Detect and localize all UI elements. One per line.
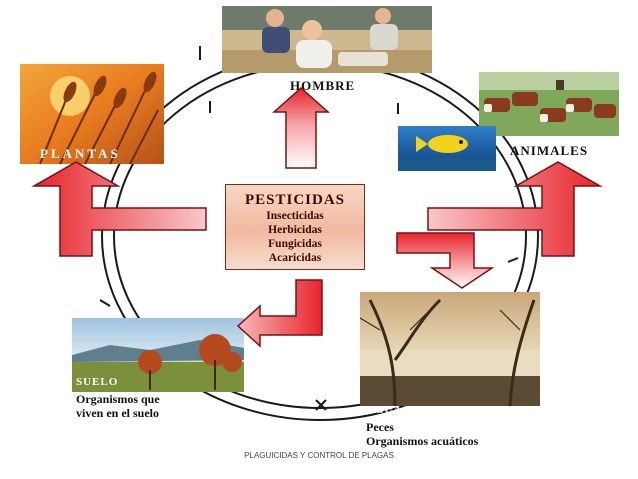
- agua-label: AGUA: [366, 404, 403, 416]
- arrow-to-suelo: [236, 279, 323, 348]
- fish-photo: [398, 126, 496, 171]
- agua-caption-line1: Peces: [366, 420, 394, 434]
- animales-photo: [479, 72, 619, 136]
- pesticidas-box: PESTICIDAS Insecticidas Herbicidas Fungi…: [225, 184, 365, 270]
- pesticide-type-fungicidas: Fungicidas: [268, 238, 322, 250]
- plantas-label: PLANTAS: [40, 146, 121, 161]
- agua-photo: [359, 292, 540, 407]
- suelo-caption-line2: viven en el suelo: [76, 406, 159, 420]
- animales-label: ANIMALES: [510, 143, 589, 158]
- suelo-label: SUELO: [76, 376, 119, 388]
- pesticide-type-herbicidas: Herbicidas: [268, 224, 322, 236]
- arrow-to-agua: [396, 232, 495, 289]
- suelo-caption-line1: Organismos que: [76, 392, 160, 406]
- suelo-photo: [72, 318, 244, 392]
- agua-caption-line2: Organismos acuáticos: [366, 434, 479, 448]
- hombre-label: HOMBRE: [290, 78, 356, 93]
- arrow-to-plantas: [31, 161, 207, 257]
- pesticide-type-acaricidas: Acaricidas: [268, 252, 322, 264]
- plantas-photo: [20, 64, 164, 165]
- pesticide-type-insecticidas: Insecticidas: [266, 210, 324, 222]
- slide-footer: PLAGUICIDAS Y CONTROL DE PLAGAS: [244, 451, 394, 460]
- arrow-up-to-hombre: [272, 86, 330, 169]
- arrow-to-animales: [427, 161, 603, 257]
- hombre-photo: [222, 6, 432, 73]
- pesticidas-title: PESTICIDAS: [244, 192, 346, 208]
